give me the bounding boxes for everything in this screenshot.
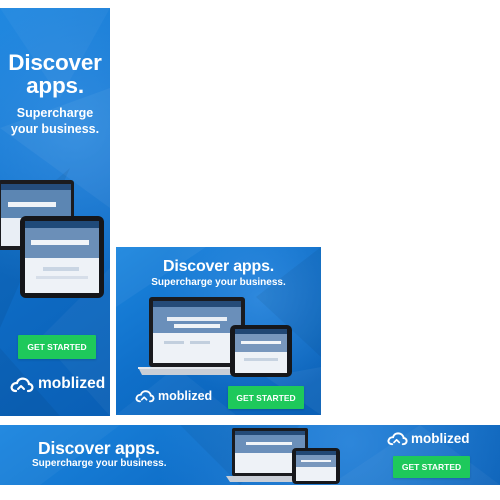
get-started-button[interactable]: GET STARTED: [393, 456, 470, 478]
tablet-image: [292, 448, 340, 484]
headline-line-2: apps.: [26, 72, 84, 98]
cloud-logo-icon: [135, 390, 155, 403]
get-started-button[interactable]: GET STARTED: [228, 386, 304, 409]
cloud-logo-icon: [387, 432, 408, 446]
devices-illustration: [226, 428, 340, 484]
moblized-logo[interactable]: moblized: [135, 389, 212, 403]
tablet-image: [230, 325, 292, 377]
subheadline-line-2: your business.: [10, 122, 100, 137]
skyscraper-banner[interactable]: Discover apps. Supercharge your business…: [0, 8, 110, 416]
devices-illustration: [138, 297, 292, 377]
laptop-image: [138, 297, 256, 375]
headline-line-1: Discover: [8, 50, 102, 75]
devices-illustration: [0, 180, 104, 298]
get-started-button[interactable]: GET STARTED: [18, 335, 96, 359]
headline: Discover apps.: [162, 258, 275, 275]
logo-text: moblized: [411, 431, 470, 446]
subheadline: Supercharge your business.: [32, 458, 167, 469]
cloud-logo-icon: [10, 377, 34, 392]
laptop-image: [226, 428, 316, 482]
subheadline-line-1: Supercharge: [16, 106, 94, 120]
square-banner[interactable]: Discover apps. Supercharge your business…: [116, 247, 321, 415]
headline: Discover apps.: [38, 438, 160, 458]
leaderboard-banner[interactable]: Discover apps. Supercharge your business…: [0, 425, 500, 485]
headline: Discover apps.: [0, 50, 110, 98]
tablet-image: [20, 216, 104, 298]
moblized-logo[interactable]: moblized: [387, 431, 470, 446]
moblized-logo[interactable]: moblized: [10, 375, 105, 393]
logo-text: moblized: [38, 375, 106, 392]
subheadline: Supercharge your business.: [151, 277, 286, 288]
logo-text: moblized: [158, 389, 213, 403]
subheadline: Supercharge your business.: [0, 105, 110, 138]
